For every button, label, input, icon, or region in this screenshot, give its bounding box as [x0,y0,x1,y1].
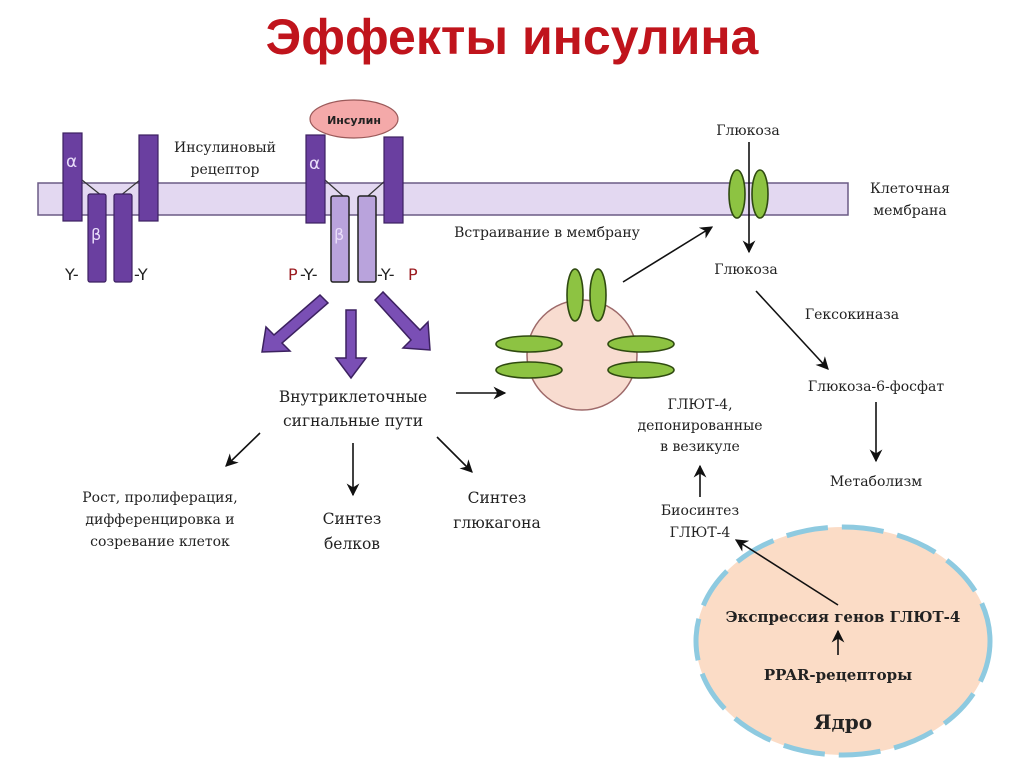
alpha-subunit-right [383,136,404,224]
insulin-label: Инсулин [327,114,381,127]
purple-arrow-left [261,293,330,353]
glut4-transporter [607,361,675,379]
insertion-label: Встраивание в мембрану [454,225,641,241]
glut4-vesicle [495,268,675,411]
svg-text:Рост, пролиферация,: Рост, пролиферация, [82,490,237,506]
cell-membrane [37,182,849,216]
svg-text:в везикуле: в везикуле [660,439,740,455]
beta-label: β [91,225,101,244]
membrane-label: Клеточная мембрана [870,181,950,219]
effect-protein-synthesis: Синтез белков [323,510,382,553]
signal-arrows [261,290,431,380]
alpha-subunit-left [305,134,326,224]
vesicle [526,299,638,411]
svg-text:белков: белков [324,535,380,553]
purple-arrow-down [334,309,368,380]
beta-subunit-left [87,193,107,283]
svg-text:Синтез: Синтез [323,510,382,528]
phosphate-left: P [288,265,298,284]
tyrosine-right: -Y [134,265,148,284]
glucose-6-phosphate-label: Глюкоза-6-фосфат [808,379,944,395]
nucleus-label: Ядро [814,710,872,734]
glucose-outside-label: Глюкоза [716,123,780,139]
glut4-transporter [566,268,584,322]
tyrosine-left: -Y- [300,265,318,284]
svg-text:ГЛЮТ-4,: ГЛЮТ-4, [667,397,732,413]
nucleus: Экспрессия генов ГЛЮТ-4 PPAR-рецепторы Я… [693,524,993,758]
svg-text:созревание клеток: созревание клеток [90,534,230,550]
glut4-vesicle-label: ГЛЮТ-4, депонированные в везикуле [637,397,762,455]
purple-arrow-right [373,290,431,351]
glucose-inside-label: Глюкоза [714,262,778,278]
glut4-transporter [495,361,563,379]
glut4-biosynthesis-label: Биосинтез ГЛЮТ-4 [661,503,739,541]
arrow-hexokinase [755,290,829,370]
alpha-label: α [66,152,77,172]
signaling-pathways-label: Внутриклеточные сигнальные пути [279,388,427,430]
insulin-molecule [309,99,399,139]
arrow-insertion [622,226,714,283]
svg-text:ГЛЮТ-4: ГЛЮТ-4 [670,525,731,541]
page-title: Эффекты инсулина [265,9,759,65]
insulin-receptor-inactive: α β Y- -Y [62,132,159,284]
insulin-receptor-active: Инсулин α β P -Y- -Y- P [288,99,418,284]
glut4-transporter [607,335,675,353]
arrow-to-biosynthesis [734,539,839,606]
svg-text:рецептор: рецептор [190,162,259,178]
effect-growth: Рост, пролиферация, дифференцировка и со… [82,490,237,550]
alpha-subunit-right [138,134,159,222]
phosphate-right: P [408,265,418,284]
arrow-to-growth [225,432,261,467]
beta-subunit-left [330,195,350,283]
svg-text:сигнальные пути: сигнальные пути [283,412,423,430]
ppar-receptors-label: PPAR-рецепторы [764,666,912,684]
beta-subunit-right [357,195,377,283]
svg-text:Внутриклеточные: Внутриклеточные [279,388,427,406]
svg-text:Инсулиновый: Инсулиновый [174,140,276,156]
svg-text:депонированные: депонированные [637,418,762,434]
glut4-transporter [495,335,563,353]
arrow-to-glucagon [436,436,473,473]
svg-text:глюкагона: глюкагона [453,514,540,532]
receptor-label: Инсулиновый рецептор [174,140,276,178]
gene-expression-label: Экспрессия генов ГЛЮТ-4 [726,608,961,626]
tyrosine-right: -Y- [377,265,395,284]
svg-text:мембрана: мембрана [873,203,946,219]
membrane-glut-channel [728,142,769,254]
svg-text:Синтез: Синтез [468,489,527,507]
svg-text:Биосинтез: Биосинтез [661,503,739,519]
beta-label: β [334,225,344,244]
alpha-label: α [309,154,320,174]
effect-glucagon-synthesis: Синтез глюкагона [453,489,540,532]
glut4-transporter [589,268,607,322]
alpha-subunit-left [62,132,83,222]
beta-subunit-right [113,193,133,283]
glut-channel-left [728,169,746,219]
metabolism-label: Метаболизм [830,474,922,490]
tyrosine-left: Y- [64,265,79,284]
svg-text:Клеточная: Клеточная [870,181,950,197]
hexokinase-label: Гексокиназа [805,307,899,323]
svg-text:дифференцировка и: дифференцировка и [85,512,234,528]
glut-channel-right [751,169,769,219]
